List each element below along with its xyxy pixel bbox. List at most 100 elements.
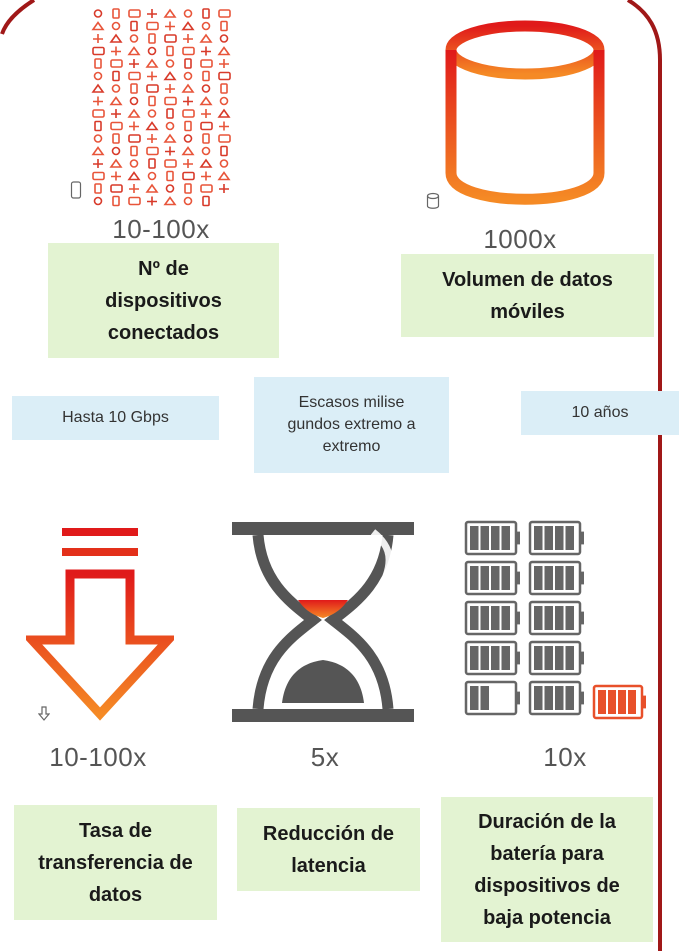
- device-glyph: [148, 95, 156, 107]
- device-glyph: [163, 71, 177, 81]
- device-glyph: [93, 71, 103, 81]
- device-glyph: [199, 33, 213, 43]
- device-glyph: [202, 70, 210, 82]
- device-glyph: [91, 21, 105, 31]
- device-glyph: [182, 109, 195, 118]
- device-glyph: [147, 171, 157, 181]
- device-glyph: [147, 134, 157, 143]
- device-glyph: [218, 134, 231, 143]
- device-glyph: [94, 120, 102, 132]
- devices-metric: 10-100x: [66, 212, 256, 246]
- device-glyph: [220, 145, 228, 157]
- device-glyph: [93, 159, 103, 168]
- device-glyph: [181, 21, 195, 31]
- device-glyph: [202, 133, 210, 144]
- device-glyph: [112, 195, 120, 207]
- download-arrow-icon: [26, 528, 174, 721]
- transfer-metric: 10-100x: [28, 740, 168, 774]
- device-glyph: [165, 59, 175, 68]
- device-glyph: [166, 170, 174, 182]
- device-glyph: [165, 21, 175, 31]
- device-glyph: [92, 109, 105, 118]
- device-glyph: [130, 83, 138, 94]
- device-glyph: [199, 96, 213, 106]
- device-glyph: [109, 96, 123, 106]
- device-glyph: [127, 171, 141, 181]
- battery-glyph: [464, 600, 520, 636]
- device-glyph: [91, 146, 105, 156]
- device-glyph: [219, 96, 229, 106]
- device-glyph: [128, 134, 141, 143]
- device-glyph: [200, 59, 213, 68]
- device-glyph: [201, 109, 211, 118]
- device-glyph: [128, 196, 141, 206]
- device-glyph: [93, 96, 103, 106]
- device-glyph: [110, 59, 123, 68]
- device-glyph: [130, 20, 138, 32]
- device-glyph: [201, 84, 211, 93]
- battery-glyph: [464, 560, 520, 596]
- device-glyph: [217, 171, 231, 181]
- device-glyph: [200, 184, 213, 193]
- device-glyph: [147, 196, 157, 206]
- device-glyph: [112, 70, 120, 82]
- device-glyph: [91, 83, 105, 93]
- battery-glyph: [592, 684, 646, 720]
- battery-label: Duración de la batería para dispositivos…: [441, 797, 653, 942]
- battery-glyph: [464, 680, 520, 716]
- device-glyph: [130, 145, 138, 157]
- device-glyph: [129, 159, 139, 168]
- device-glyph: [110, 121, 123, 131]
- device-glyph: [217, 46, 231, 56]
- device-glyph: [129, 184, 139, 193]
- battery-glyph: [528, 520, 584, 556]
- device-glyph: [183, 159, 193, 168]
- device-glyph: [181, 146, 195, 156]
- device-glyph: [199, 158, 213, 168]
- device-glyph: [146, 84, 159, 93]
- device-glyph: [129, 59, 139, 68]
- device-glyph: [201, 171, 211, 181]
- device-glyph: [111, 109, 121, 118]
- latency-box: Escasos milise gundos extremo a extremo: [254, 377, 449, 473]
- device-glyph: [220, 20, 228, 32]
- device-glyph: [93, 9, 103, 18]
- device-glyph: [147, 46, 157, 56]
- device-glyph: [183, 71, 193, 81]
- device-glyph: [165, 146, 175, 156]
- latency-label: Reducción de latencia: [237, 808, 420, 891]
- device-glyph: [111, 46, 121, 56]
- device-glyph: [92, 171, 105, 181]
- device-glyph: [112, 133, 120, 144]
- device-glyph: [146, 146, 159, 156]
- device-glyph: [111, 21, 121, 31]
- battery-glyph: [464, 640, 520, 676]
- device-glyph: [218, 9, 231, 18]
- device-glyph: [93, 196, 103, 206]
- device-glyph: [112, 8, 120, 19]
- device-glyph: [219, 184, 229, 193]
- device-glyph: [148, 158, 156, 169]
- phone-icon: [70, 181, 82, 199]
- device-glyph: [219, 121, 229, 131]
- battery-glyph: [528, 560, 584, 596]
- battery-metric: 10x: [530, 740, 600, 774]
- device-glyph: [183, 96, 193, 106]
- device-glyph: [145, 183, 159, 193]
- device-glyph: [147, 71, 157, 81]
- battery-glyph: [464, 520, 520, 556]
- device-glyph: [182, 46, 195, 56]
- device-glyph: [109, 33, 123, 43]
- device-glyph: [184, 120, 192, 132]
- device-glyph: [166, 45, 174, 57]
- device-glyph: [147, 109, 157, 118]
- device-glyph: [127, 108, 141, 118]
- device-glyph: [128, 71, 141, 81]
- device-glyph: [93, 134, 103, 143]
- device-glyph: [93, 34, 103, 43]
- battery-glyph: [528, 680, 584, 716]
- small-cylinder-icon: [426, 192, 440, 209]
- device-glyph: [128, 9, 141, 18]
- device-glyph: [183, 196, 193, 206]
